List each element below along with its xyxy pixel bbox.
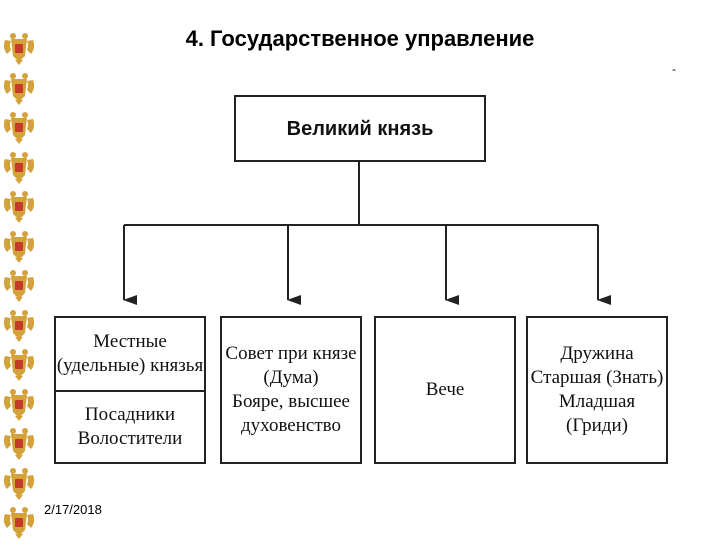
- posadniki-label: Посадники Волостители: [77, 404, 183, 449]
- double-headed-eagle-emblem: [1, 188, 37, 224]
- grand-prince-label: Великий князь: [286, 117, 434, 140]
- double-headed-eagle-emblem: [1, 425, 37, 461]
- double-headed-eagle-emblem: [1, 228, 37, 264]
- emblem-column: [0, 30, 40, 539]
- slide-date: 2/17/2018: [44, 502, 102, 517]
- double-headed-eagle-emblem: [1, 346, 37, 382]
- double-headed-eagle-emblem: [1, 307, 37, 343]
- druzhina-box: Дружина Старшая (Знать) Младшая (Гриди): [526, 316, 668, 464]
- page-title: 4. Государственное управление: [185, 26, 535, 51]
- double-headed-eagle-emblem: [1, 149, 37, 185]
- druzhina-label: Дружина Старшая (Знать) Младшая (Гриди): [530, 343, 664, 436]
- double-headed-eagle-emblem: [1, 386, 37, 422]
- council-label: Совет при князе (Дума) Бояре, высшее дух…: [225, 343, 357, 436]
- grand-prince-box: Великий князь: [234, 95, 486, 162]
- veche-label: Вече: [425, 379, 465, 400]
- stray-mark: -: [672, 62, 676, 76]
- local-princes-lower-box: Посадники Волостители: [54, 390, 206, 464]
- double-headed-eagle-emblem: [1, 30, 37, 66]
- council-box: Совет при князе (Дума) Бояре, высшее дух…: [220, 316, 362, 464]
- double-headed-eagle-emblem: [1, 70, 37, 106]
- double-headed-eagle-emblem: [1, 267, 37, 303]
- double-headed-eagle-emblem: [1, 465, 37, 501]
- double-headed-eagle-emblem: [1, 109, 37, 145]
- local-princes-label: Местные (удельные) князья: [56, 331, 204, 376]
- double-headed-eagle-emblem: [1, 504, 37, 540]
- local-princes-upper-box: Местные (удельные) князья: [54, 316, 206, 392]
- veche-box: Вече: [374, 316, 516, 464]
